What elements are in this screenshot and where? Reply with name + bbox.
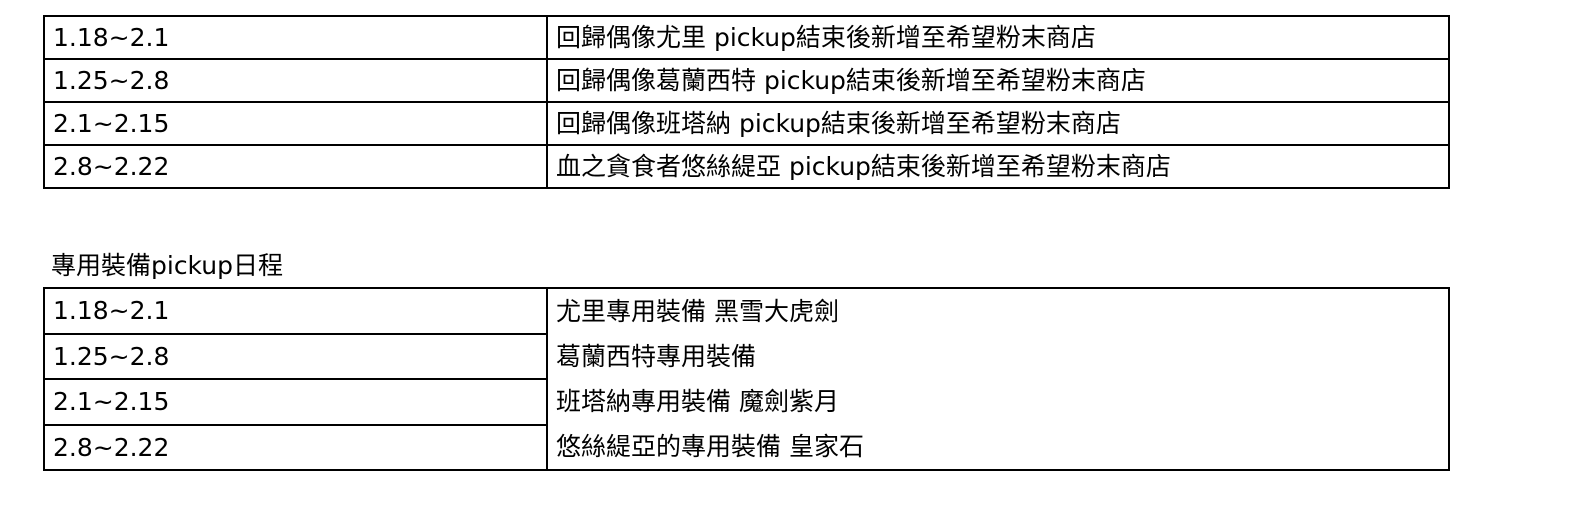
date-cell: 2.8~2.22 [43, 423, 548, 471]
equipment-list-cell: 尤里專用裝備 黑雪大虎劍 葛蘭西特專用裝備 班塔納專用裝備 魔劍紫月 悠絲緹亞的… [546, 287, 1450, 471]
table-row: 2.1~2.15 [43, 378, 1449, 426]
equipment-item: 尤里專用裝備 黑雪大虎劍 [556, 297, 839, 326]
table-row: 2.1~2.15 回歸偶像班塔納 pickup結束後新增至希望粉末商店 [43, 101, 1450, 146]
section-title: 專用裝備pickup日程 [51, 251, 283, 280]
date-cell: 2.1~2.15 [43, 378, 548, 426]
date-cell: 1.25~2.8 [43, 58, 548, 103]
table-row: 1.18~2.1 尤里專用裝備 黑雪大虎劍 葛蘭西特專用裝備 班塔納專用裝備 魔… [43, 287, 1450, 471]
table-row: 2.8~2.22 [43, 423, 1449, 471]
equipment-pickup-table: 1.18~2.1 尤里專用裝備 黑雪大虎劍 葛蘭西特專用裝備 班塔納專用裝備 魔… [43, 287, 1450, 471]
idol-pickup-table: 1.18~2.1 回歸偶像尤里 pickup結束後新增至希望粉末商店 1.25~… [43, 15, 1450, 189]
date-cell: 2.8~2.22 [43, 144, 548, 189]
date-cell: 1.18~2.1 [43, 287, 548, 335]
equipment-item: 悠絲緹亞的專用裝備 皇家石 [556, 432, 864, 461]
date-cell: 1.18~2.1 [43, 15, 548, 60]
table-row: 1.25~2.8 回歸偶像葛蘭西特 pickup結束後新增至希望粉末商店 [43, 58, 1450, 103]
date-cell: 2.1~2.15 [43, 101, 548, 146]
description-cell: 回歸偶像尤里 pickup結束後新增至希望粉末商店 [546, 15, 1450, 60]
table-row: 1.25~2.8 [43, 332, 1449, 380]
equipment-item: 班塔納專用裝備 魔劍紫月 [556, 387, 839, 416]
table-row: 2.8~2.22 血之貪食者悠絲緹亞 pickup結束後新增至希望粉末商店 [43, 144, 1450, 189]
description-cell: 回歸偶像葛蘭西特 pickup結束後新增至希望粉末商店 [546, 58, 1450, 103]
description-cell: 回歸偶像班塔納 pickup結束後新增至希望粉末商店 [546, 101, 1450, 146]
equipment-item: 葛蘭西特專用裝備 [556, 342, 757, 371]
date-cell: 1.25~2.8 [43, 332, 548, 380]
table-row: 1.18~2.1 回歸偶像尤里 pickup結束後新增至希望粉末商店 [43, 15, 1450, 60]
description-cell: 血之貪食者悠絲緹亞 pickup結束後新增至希望粉末商店 [546, 144, 1450, 189]
